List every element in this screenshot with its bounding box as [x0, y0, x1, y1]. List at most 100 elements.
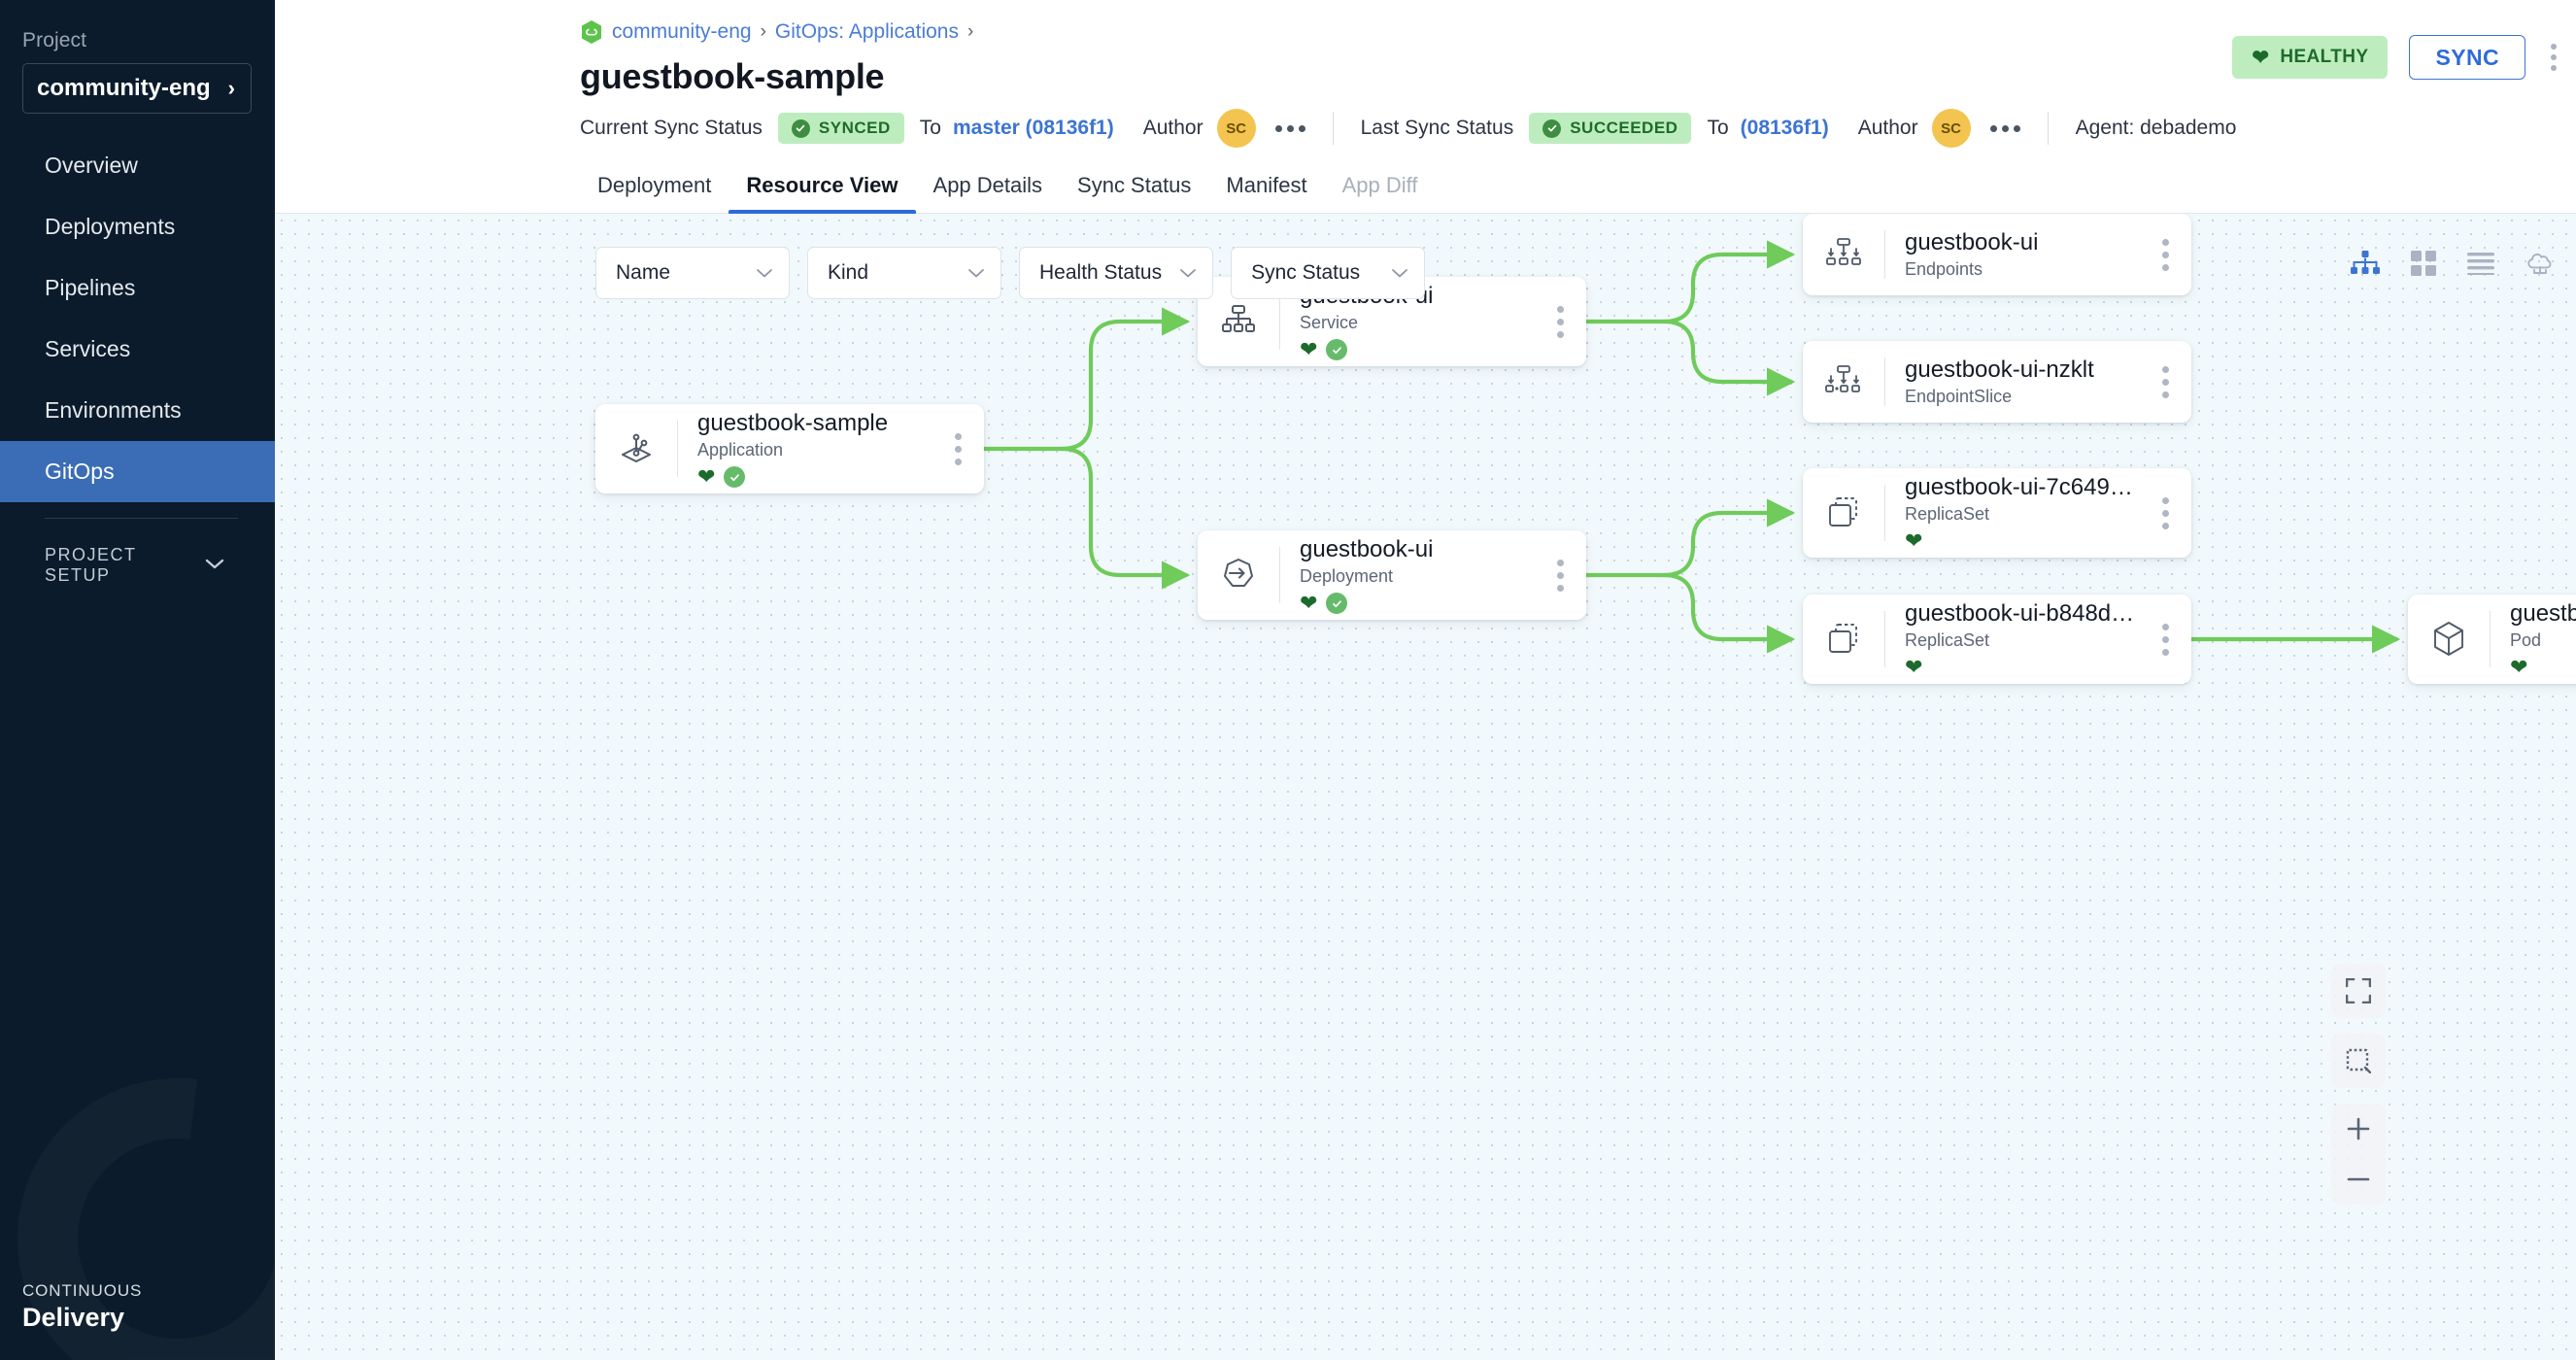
node-kind: Endpoints — [1905, 259, 2139, 280]
node-kind: ReplicaSet — [1905, 504, 2139, 525]
node-menu-icon[interactable] — [932, 433, 984, 465]
sync-status-bar: Current Sync Status SYNCED To master (08… — [275, 97, 2576, 159]
node-menu-icon[interactable] — [2139, 366, 2191, 398]
network-view-icon[interactable] — [2525, 251, 2555, 276]
sidebar-item-services[interactable]: Services — [0, 319, 275, 380]
project-selector[interactable]: community-eng › — [22, 63, 252, 114]
sidebar-item-overview[interactable]: Overview — [0, 135, 275, 196]
current-sync-revision-link[interactable]: master (08136f1) — [953, 117, 1114, 140]
sidebar-section-project-setup[interactable]: PROJECT SETUP — [0, 519, 275, 586]
project-selector-value: community-eng — [37, 75, 211, 102]
current-sync-author-label: Author — [1143, 117, 1203, 140]
tab-app-details[interactable]: App Details — [916, 173, 1061, 213]
heart-icon: ❤ — [1300, 339, 1317, 360]
service-icon — [1198, 304, 1279, 339]
last-sync-revision-link[interactable]: (08136f1) — [1741, 117, 1829, 140]
list-view-icon[interactable] — [2467, 252, 2494, 275]
zoom-in-icon[interactable] — [2331, 1104, 2386, 1154]
filter-sync-status[interactable]: Sync Status — [1231, 247, 1425, 299]
current-sync-to-label: To — [920, 117, 941, 140]
footer-line-2: Delivery — [22, 1303, 142, 1333]
filter-label: Name — [616, 261, 670, 285]
node-title: guestbook-ui — [1300, 536, 1534, 563]
check-circle-icon — [1326, 593, 1347, 614]
sidebar-item-label: Services — [45, 336, 130, 362]
graph-node-deployment[interactable]: guestbook-ui Deployment ❤ — [1198, 530, 1586, 620]
sidebar-item-label: Deployments — [45, 214, 175, 240]
sidebar-item-gitops[interactable]: GitOps — [0, 441, 275, 502]
sidebar-item-deployments[interactable]: Deployments — [0, 196, 275, 257]
node-badges: ❤ — [1905, 657, 2139, 678]
footer-line-1: CONTINUOUS — [22, 1281, 142, 1301]
node-title: guestbook-ui-nzklt — [1905, 357, 2139, 384]
node-menu-icon[interactable] — [1534, 560, 1586, 592]
breadcrumb-separator: › — [967, 21, 973, 43]
graph-node-replicaset-7c64987dc9[interactable]: guestbook-ui-7c64987dc9 ReplicaSet ❤ — [1803, 468, 2191, 558]
tab-deployment[interactable]: Deployment — [580, 173, 729, 213]
last-sync-overflow-icon[interactable] — [1990, 125, 2020, 132]
main-content: community-eng › GitOps: Applications › g… — [275, 0, 2576, 1360]
heart-icon: ❤ — [2510, 657, 2527, 678]
zoom-out-icon[interactable] — [2331, 1154, 2386, 1205]
node-menu-icon[interactable] — [1534, 306, 1586, 338]
last-sync-author-avatar[interactable]: SC — [1932, 109, 1971, 148]
tab-sync-status[interactable]: Sync Status — [1060, 173, 1208, 213]
zoom-in-out-group — [2331, 1104, 2386, 1205]
heart-icon: ❤ — [1905, 530, 1922, 552]
breadcrumb-link-gitops-applications[interactable]: GitOps: Applications — [775, 20, 959, 44]
graph-edges — [275, 214, 2576, 1246]
current-sync-author-avatar[interactable]: SC — [1217, 109, 1256, 148]
current-sync-status-value: SYNCED — [819, 119, 891, 138]
edge-service-to-endpoints — [1664, 255, 1791, 322]
edge-deployment-to-replicaset2 — [1664, 575, 1791, 639]
page-title: guestbook-sample — [275, 56, 2576, 97]
chevron-down-icon — [967, 263, 985, 284]
tab-manifest[interactable]: Manifest — [1208, 173, 1324, 213]
chevron-right-icon: › — [228, 76, 235, 101]
graph-node-replicaset-b848d5d9d[interactable]: guestbook-ui-b848d5d9d ReplicaSet ❤ — [1803, 595, 2191, 684]
node-title: guestbook-sample — [697, 410, 932, 437]
node-body: guestbook-sample Application ❤ — [678, 410, 932, 489]
resource-graph-canvas[interactable]: Name Kind Health Status — [275, 214, 2576, 1360]
check-circle-icon — [792, 119, 810, 138]
sidebar-item-pipelines[interactable]: Pipelines — [0, 257, 275, 319]
header-overflow-menu-icon[interactable] — [2547, 44, 2560, 71]
last-sync-to-label: To — [1707, 117, 1728, 140]
tree-view-icon[interactable] — [2351, 251, 2380, 276]
zoom-controls — [2331, 964, 2386, 1205]
breadcrumb-link-project[interactable]: community-eng — [612, 20, 752, 44]
graph-node-endpointslice[interactable]: guestbook-ui-nzklt EndpointSlice — [1803, 341, 2191, 423]
node-kind: Application — [697, 440, 932, 460]
harness-hexagon-icon — [580, 19, 603, 45]
graph-node-endpoints[interactable]: guestbook-ui Endpoints — [1803, 214, 2191, 295]
edge-service-to-endpointslice — [1664, 322, 1791, 382]
node-badges: ❤ — [1905, 530, 2139, 552]
node-badges: ❤ — [1300, 593, 1534, 614]
filter-name[interactable]: Name — [595, 247, 790, 299]
graph-node-application[interactable]: guestbook-sample Application ❤ — [595, 404, 984, 493]
sidebar-item-environments[interactable]: Environments — [0, 380, 275, 441]
app-health-label: HEALTHY — [2280, 47, 2368, 68]
sidebar-nav: Overview Deployments Pipelines Services … — [0, 135, 275, 502]
fit-to-screen-icon[interactable] — [2331, 964, 2386, 1018]
sidebar-item-label: GitOps — [45, 459, 115, 485]
filter-health-status[interactable]: Health Status — [1019, 247, 1213, 299]
sidebar-item-label: Pipelines — [45, 275, 135, 301]
top-bar: community-eng › GitOps: Applications › g… — [275, 0, 2576, 97]
deployment-icon — [1198, 556, 1279, 595]
edge-app-to-service — [1062, 322, 1186, 449]
node-menu-icon[interactable] — [2139, 497, 2191, 529]
selection-box-icon[interactable] — [2331, 1034, 2386, 1088]
grid-view-icon[interactable] — [2411, 251, 2436, 276]
status-divider — [1333, 112, 1334, 145]
filter-bar: Name Kind Health Status — [595, 247, 1425, 299]
graph-node-pod[interactable]: guestbook-ui-b848d5d9… Pod ❤ — [2408, 595, 2576, 684]
chevron-down-icon — [1179, 263, 1197, 284]
node-kind: Deployment — [1300, 566, 1534, 587]
node-menu-icon[interactable] — [2139, 624, 2191, 656]
filter-kind[interactable]: Kind — [807, 247, 1001, 299]
sync-button[interactable]: SYNC — [2409, 35, 2525, 80]
tab-resource-view[interactable]: Resource View — [729, 173, 915, 213]
current-sync-overflow-icon[interactable] — [1275, 125, 1305, 132]
node-menu-icon[interactable] — [2139, 239, 2191, 271]
